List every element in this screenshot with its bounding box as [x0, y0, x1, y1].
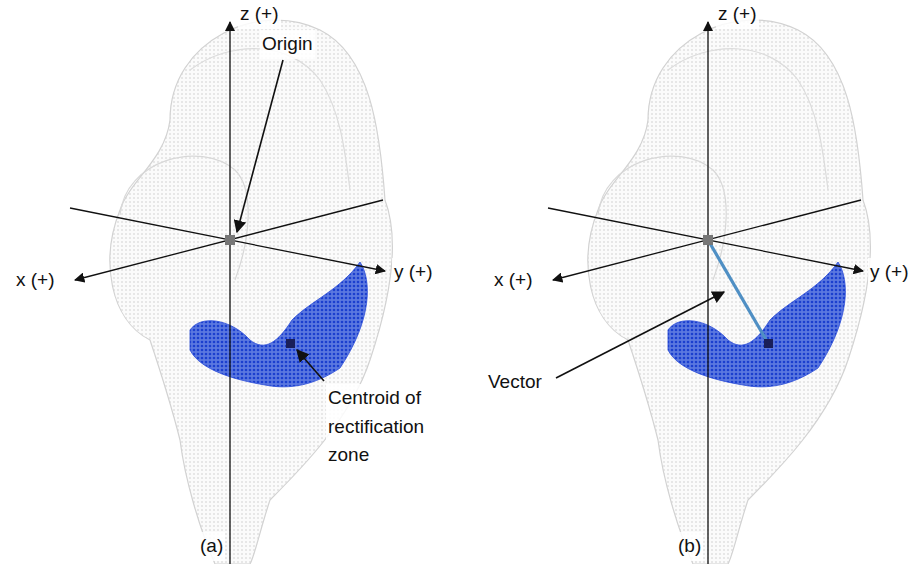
centroid-marker: [286, 339, 295, 348]
callout-label: Origin: [260, 30, 315, 59]
axis-label: x (+): [492, 266, 535, 295]
limb-point-cloud: [110, 20, 392, 564]
leader-line: [297, 350, 324, 381]
origin-marker: [703, 235, 713, 245]
axis-label: y (+): [392, 258, 435, 287]
panel-label: (b): [676, 532, 703, 561]
axis-label: y (+): [868, 258, 911, 287]
limb-point-cloud: [588, 20, 870, 564]
x-axis: [553, 200, 861, 280]
leader-line: [556, 292, 724, 378]
z-axis: [229, 22, 230, 564]
y-axis: [548, 208, 863, 271]
centroid-marker: [764, 339, 773, 348]
leader-line: [237, 60, 283, 232]
axis-label: z (+): [238, 0, 281, 29]
callout-label: Vector: [486, 368, 544, 397]
axis-label: x (+): [14, 266, 57, 295]
y-axis: [70, 208, 385, 271]
vector-line: [708, 240, 768, 343]
z-axis: [707, 22, 708, 564]
axis-label: z (+): [716, 0, 759, 29]
panel-label: (a): [198, 532, 225, 561]
callout-label: Centroid of rectification zone: [326, 384, 448, 470]
origin-marker: [225, 235, 235, 245]
x-axis: [75, 200, 383, 280]
